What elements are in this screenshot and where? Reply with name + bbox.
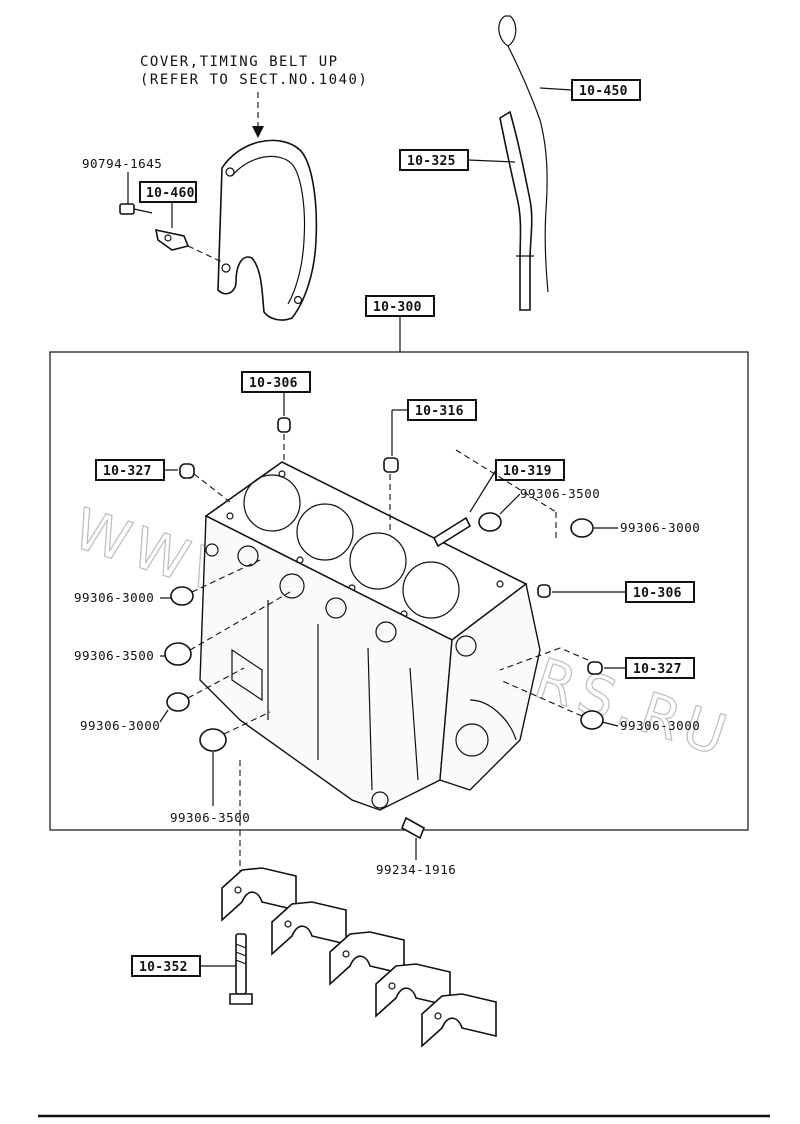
title-line-2: (REFER TO SECT.NO.1040) <box>140 72 368 88</box>
part-number-99306-3500-top: 99306-3500 <box>520 486 600 501</box>
callout-10-306-right: 10-306 <box>633 586 682 601</box>
main-bearing-caps <box>221 867 497 1048</box>
timing-belt-cover <box>217 139 318 321</box>
plug-99306-3500-left <box>164 642 192 666</box>
dowel-10-327-right <box>587 661 603 675</box>
plug-99306-3000-left-2 <box>166 692 190 712</box>
part-number-99306-3000-left-1: 99306-3000 <box>74 590 154 605</box>
part-number-90794-1645: 90794-1645 <box>82 156 162 171</box>
callout-10-316: 10-316 <box>415 404 464 419</box>
block-assembly-frame <box>49 351 749 831</box>
bracket-icon <box>154 228 190 251</box>
dowel-10-306-right <box>537 584 551 598</box>
callout-10-319: 10-319 <box>503 464 552 479</box>
part-number-99306-3500-bottom: 99306-3500 <box>170 810 250 825</box>
callout-10-327-left: 10-327 <box>103 464 152 479</box>
box-10-306-top <box>241 371 311 393</box>
bolt-icon <box>119 203 153 215</box>
cylinder-block <box>199 461 541 811</box>
callout-10-306-top: 10-306 <box>249 376 298 391</box>
plug-99306-3500-top <box>478 512 502 532</box>
dowel-10-327-left <box>179 463 195 479</box>
callout-10-325: 10-325 <box>407 154 456 169</box>
stud-10-319 <box>432 516 472 548</box>
callout-10-450: 10-450 <box>579 84 628 99</box>
part-number-99234-1916: 99234-1916 <box>376 862 456 877</box>
arrow-icon <box>252 126 264 138</box>
bearing-cap-bolt-icon <box>229 933 253 1005</box>
callout-10-327-right: 10-327 <box>633 662 682 677</box>
box-10-460 <box>139 181 197 203</box>
oil-dipstick <box>498 15 573 293</box>
box-10-450 <box>571 79 641 101</box>
part-number-99306-3000-left-2: 99306-3000 <box>80 718 160 733</box>
plug-99306-3000-right-top <box>570 518 594 538</box>
part-number-99306-3500-left: 99306-3500 <box>74 648 154 663</box>
plug-99306-3500-bottom <box>199 728 227 752</box>
dowel-10-306-top <box>277 417 291 433</box>
callout-10-352: 10-352 <box>139 960 188 975</box>
pin-99234-1916 <box>400 816 426 840</box>
part-number-99306-3000-right-bottom: 99306-3000 <box>620 718 700 733</box>
dipstick-guide-tube <box>499 110 534 311</box>
dowel-10-316 <box>383 457 399 473</box>
callout-10-300: 10-300 <box>373 300 422 315</box>
title-line-1: COVER,TIMING BELT UP <box>140 54 339 70</box>
plug-99306-3000-right-bottom <box>580 710 604 730</box>
plug-99306-3000-left-1 <box>170 586 194 606</box>
part-number-99306-3000-right-top: 99306-3000 <box>620 520 700 535</box>
callout-10-460: 10-460 <box>146 186 195 201</box>
